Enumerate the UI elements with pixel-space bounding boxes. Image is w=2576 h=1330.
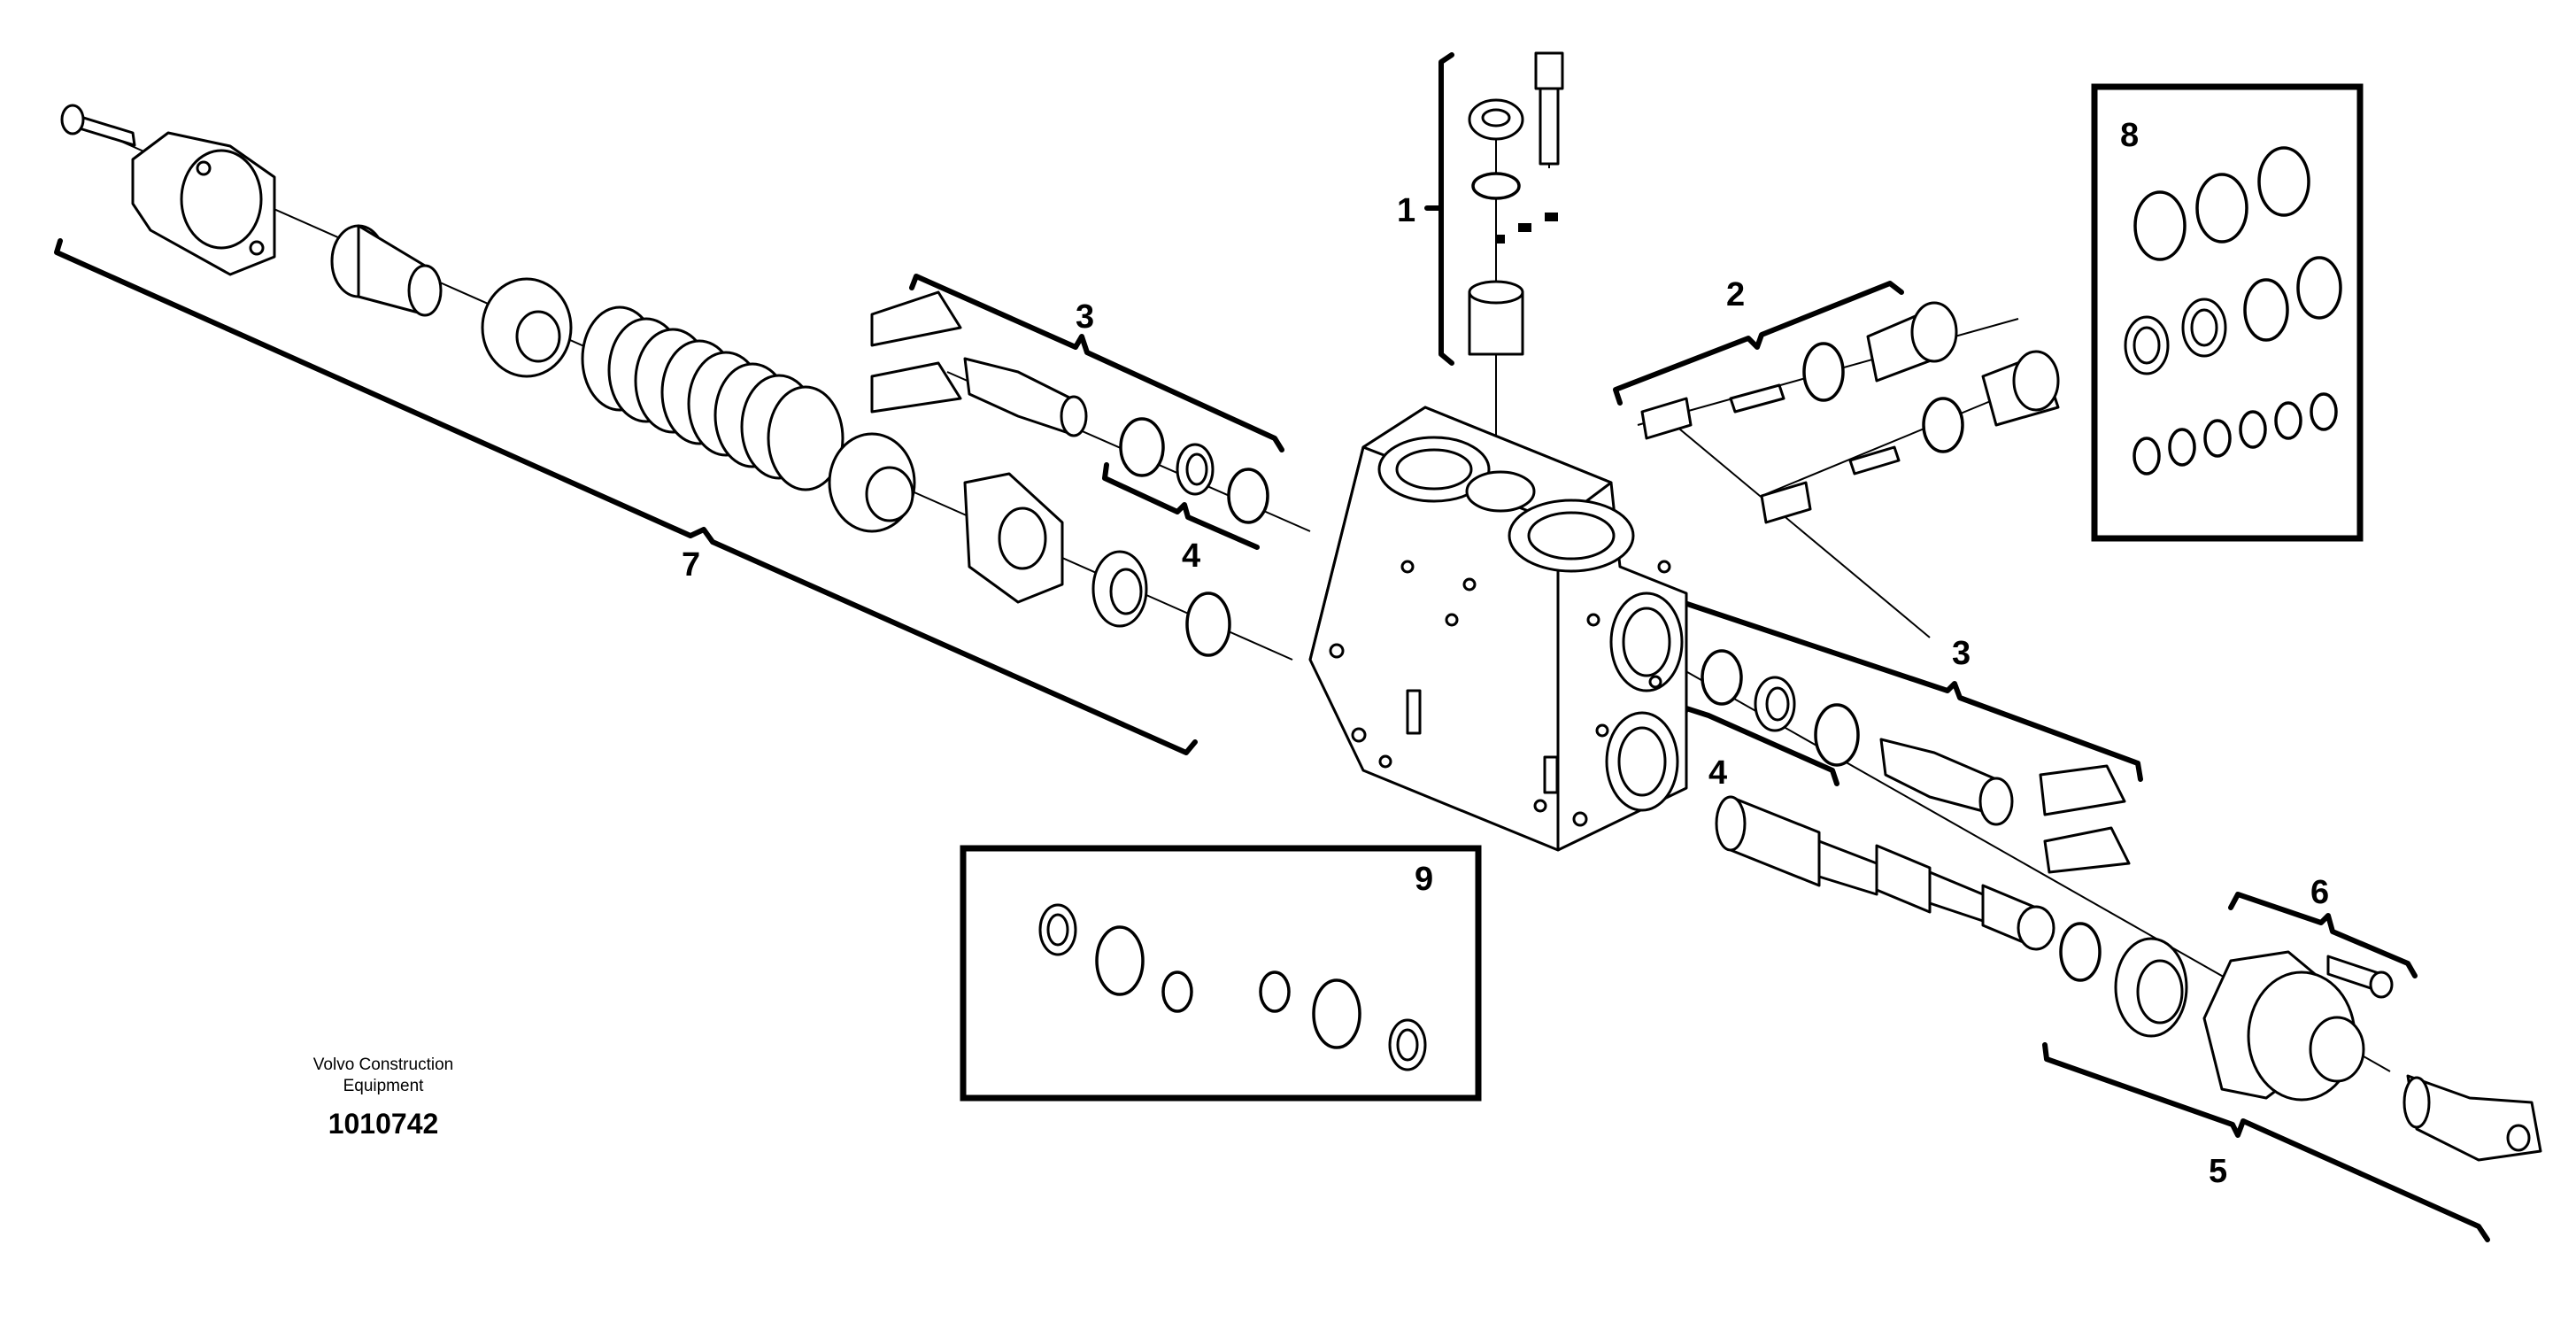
right-insert <box>1701 649 2131 874</box>
item-1-parts <box>1468 51 1564 356</box>
callout-4-right: 4 <box>1708 754 1727 792</box>
company-name-line2: Equipment <box>343 1077 425 1095</box>
bracket-2 <box>1613 281 1904 406</box>
spool <box>1715 795 2188 1038</box>
callout-2: 2 <box>1726 276 1745 313</box>
seal-kit-box-8 <box>2091 83 2364 542</box>
bracket-4-left <box>1102 462 1260 550</box>
callouts: 1 2 3 4 7 8 3 4 9 6 5 <box>682 117 2329 1190</box>
left-spring-assembly <box>60 104 1231 657</box>
callout-7: 7 <box>682 546 700 584</box>
kit-8-seals <box>2124 146 2342 476</box>
end-cap-assembly <box>2202 950 2542 1162</box>
callout-3-left: 3 <box>1076 298 1094 336</box>
callout-6: 6 <box>2310 874 2329 911</box>
callout-1: 1 <box>1397 192 1415 229</box>
callout-8: 8 <box>2120 117 2139 154</box>
bracket-6 <box>2228 892 2418 978</box>
brackets <box>54 52 2490 1242</box>
callout-4-left: 4 <box>1182 537 1200 575</box>
seal-kit-box-9 <box>960 845 1482 1102</box>
drawing-number: 1010742 <box>328 1108 439 1140</box>
spring <box>581 305 845 491</box>
callout-3-right: 3 <box>1952 635 1971 672</box>
bracket-1 <box>1424 52 1454 366</box>
upper-left-insert <box>870 290 1269 524</box>
kit-9-seals <box>1038 903 1427 1071</box>
callout-9: 9 <box>1415 861 1433 898</box>
valve-body <box>1308 406 1688 852</box>
item-2-parts <box>1640 301 2060 524</box>
bracket-7 <box>54 238 1198 755</box>
bracket-3-left <box>909 274 1284 452</box>
bracket-5 <box>2042 1042 2490 1242</box>
footer: Volvo Construction Equipment 1010742 <box>313 1055 453 1140</box>
company-name-line1: Volvo Construction <box>313 1055 453 1074</box>
callout-5: 5 <box>2209 1153 2227 1190</box>
